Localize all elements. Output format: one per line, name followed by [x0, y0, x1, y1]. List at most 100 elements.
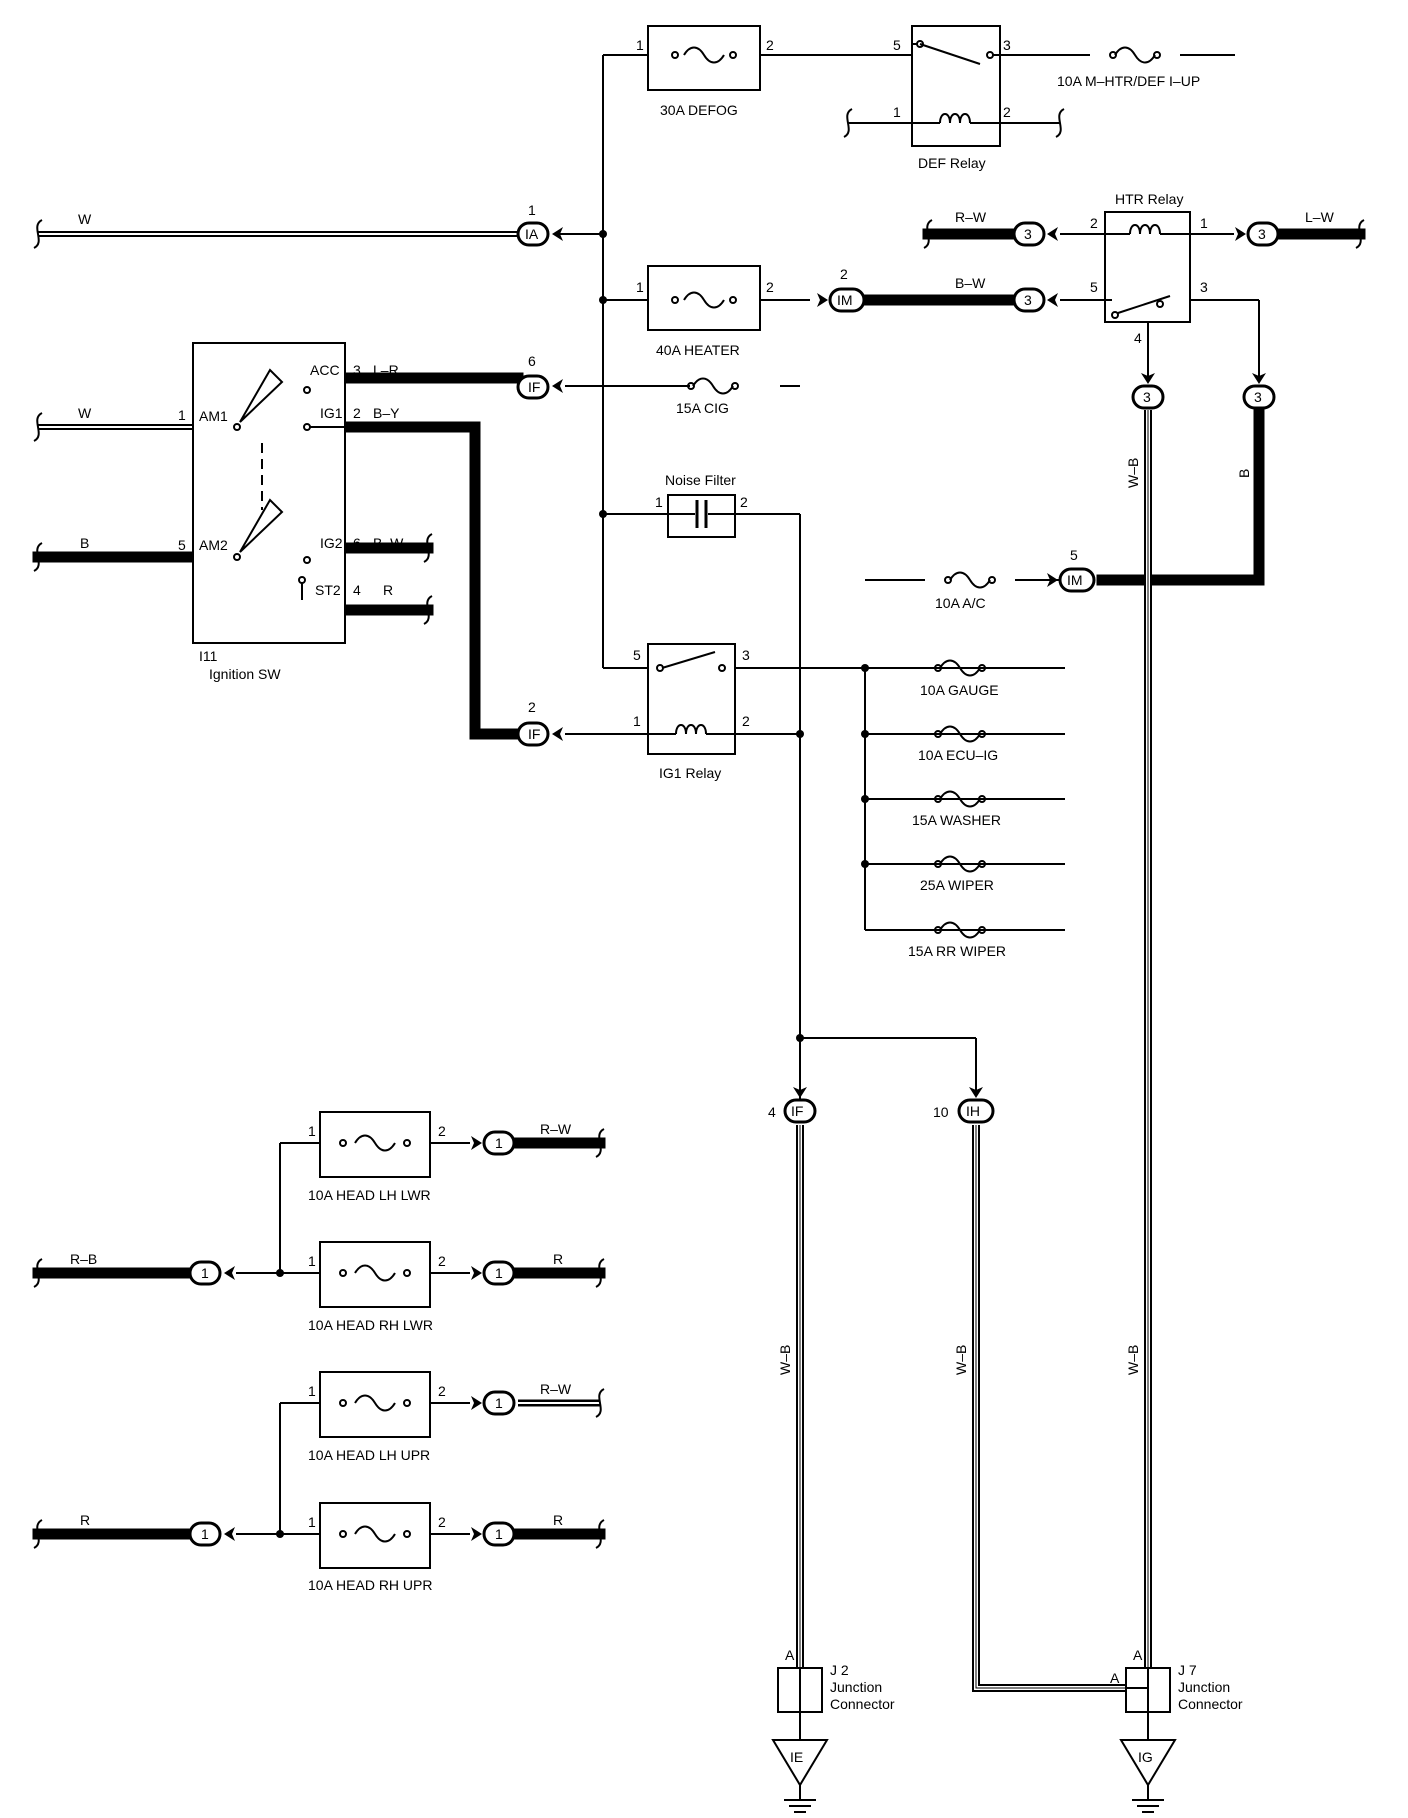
- svg-text:Noise Filter: Noise Filter: [665, 472, 736, 488]
- svg-text:10A M–HTR/DEF I–UP: 10A M–HTR/DEF I–UP: [1057, 73, 1200, 89]
- svg-text:B: B: [80, 535, 89, 551]
- svg-text:10A HEAD RH UPR: 10A HEAD RH UPR: [308, 1577, 432, 1593]
- svg-text:A: A: [1133, 1647, 1143, 1663]
- svg-text:R: R: [383, 582, 393, 598]
- svg-text:1: 1: [495, 1395, 503, 1411]
- svg-text:4: 4: [353, 582, 361, 598]
- wire-color-labels: W W B L–R B–Y B–W R R–W B–W L–W R–B R R–…: [70, 209, 1335, 1528]
- svg-text:3: 3: [1200, 279, 1208, 295]
- svg-text:1: 1: [308, 1123, 316, 1139]
- svg-text:Connector: Connector: [830, 1696, 895, 1712]
- svg-text:IF: IF: [528, 379, 540, 395]
- svg-text:R: R: [553, 1251, 563, 1267]
- svg-text:J 7: J 7: [1178, 1662, 1197, 1678]
- svg-text:10A GAUGE: 10A GAUGE: [920, 682, 999, 698]
- ignition-switch: I11 Ignition SW AM1 AM2 ACC IG1 IG2 ST2 …: [178, 342, 361, 682]
- svg-text:3: 3: [1143, 389, 1151, 405]
- svg-text:Junction: Junction: [1178, 1679, 1230, 1695]
- fuse-gauge: 10A GAUGE: [920, 659, 999, 698]
- svg-text:1: 1: [201, 1526, 209, 1542]
- junction-dots: [276, 230, 869, 1538]
- svg-text:Connector: Connector: [1178, 1696, 1243, 1712]
- svg-text:W: W: [78, 405, 92, 421]
- junction-connector-j2: A J 2 Junction Connector: [777, 1647, 895, 1713]
- svg-text:10A HEAD RH LWR: 10A HEAD RH LWR: [308, 1317, 433, 1333]
- svg-text:1: 1: [308, 1514, 316, 1530]
- connector-3-wb: 3: [1131, 373, 1165, 410]
- svg-text:5: 5: [178, 537, 186, 553]
- svg-text:IF: IF: [791, 1103, 803, 1119]
- svg-text:B: B: [1236, 469, 1252, 478]
- svg-text:IG1: IG1: [320, 405, 343, 421]
- svg-text:3: 3: [742, 647, 750, 663]
- svg-text:10A HEAD LH UPR: 10A HEAD LH UPR: [308, 1447, 430, 1463]
- connector-1-rb: 1: [188, 1260, 235, 1286]
- svg-text:2: 2: [740, 494, 748, 510]
- svg-text:A: A: [1110, 1670, 1120, 1686]
- svg-text:AM2: AM2: [199, 537, 228, 553]
- svg-text:3: 3: [1254, 389, 1262, 405]
- svg-text:30A DEFOG: 30A DEFOG: [660, 102, 738, 118]
- svg-text:6: 6: [353, 535, 361, 551]
- ground-ig: IG: [1119, 1739, 1177, 1813]
- svg-text:1: 1: [178, 407, 186, 423]
- fuse-cig: 15A CIG: [676, 377, 739, 416]
- svg-text:3: 3: [1003, 37, 1011, 53]
- svg-text:15A RR WIPER: 15A RR WIPER: [908, 943, 1006, 959]
- svg-text:R–B: R–B: [70, 1251, 97, 1267]
- svg-text:10A A/C: 10A A/C: [935, 595, 986, 611]
- svg-text:J 2: J 2: [830, 1662, 849, 1678]
- svg-text:1: 1: [636, 37, 644, 53]
- svg-text:3: 3: [353, 362, 361, 378]
- svg-text:2: 2: [528, 699, 536, 715]
- svg-text:3: 3: [1024, 292, 1032, 308]
- svg-text:W: W: [78, 211, 92, 227]
- svg-text:15A WASHER: 15A WASHER: [912, 812, 1001, 828]
- svg-text:6: 6: [528, 353, 536, 369]
- svg-text:R–W: R–W: [955, 209, 987, 225]
- svg-text:1: 1: [201, 1265, 209, 1281]
- svg-text:10A ECU–IG: 10A ECU–IG: [918, 747, 998, 763]
- svg-text:40A HEATER: 40A HEATER: [656, 342, 740, 358]
- svg-text:2: 2: [742, 713, 750, 729]
- ground-ie: IE: [771, 1739, 829, 1813]
- connector-3-lw: 3: [1235, 221, 1280, 247]
- connector-1-head-3: 1: [471, 1390, 516, 1416]
- svg-text:2: 2: [353, 405, 361, 421]
- svg-text:2: 2: [438, 1383, 446, 1399]
- svg-text:5: 5: [1070, 547, 1078, 563]
- svg-text:10: 10: [933, 1104, 949, 1120]
- fuse-mhtr: 10A M–HTR/DEF I–UP: [1057, 46, 1200, 89]
- connector-im-5: IM 5: [1047, 547, 1096, 593]
- svg-text:5: 5: [633, 647, 641, 663]
- svg-text:L–W: L–W: [1305, 209, 1335, 225]
- svg-text:HTR Relay: HTR Relay: [1115, 191, 1183, 207]
- svg-text:AM1: AM1: [199, 408, 228, 424]
- svg-text:2: 2: [1003, 104, 1011, 120]
- svg-text:25A WIPER: 25A WIPER: [920, 877, 994, 893]
- connector-if-4: IF 4: [768, 1087, 817, 1124]
- svg-text:W–B: W–B: [1125, 1345, 1141, 1375]
- svg-text:1: 1: [528, 202, 536, 218]
- connector-ih-10: IH 10: [933, 1087, 995, 1124]
- junction-connector-j7: A A J 7 Junction Connector: [1110, 1647, 1243, 1713]
- fuse-rrwiper: 15A RR WIPER: [908, 921, 1006, 959]
- svg-text:1: 1: [636, 279, 644, 295]
- svg-text:ST2: ST2: [315, 582, 341, 598]
- svg-text:3: 3: [1258, 226, 1266, 242]
- svg-text:IH: IH: [966, 1103, 980, 1119]
- svg-text:IG: IG: [1138, 1749, 1153, 1765]
- svg-text:IA: IA: [525, 226, 539, 242]
- fuse-washer: 15A WASHER: [912, 790, 1001, 828]
- connector-1-r-upr: 1: [188, 1521, 235, 1547]
- svg-text:1: 1: [308, 1253, 316, 1269]
- svg-text:5: 5: [1090, 279, 1098, 295]
